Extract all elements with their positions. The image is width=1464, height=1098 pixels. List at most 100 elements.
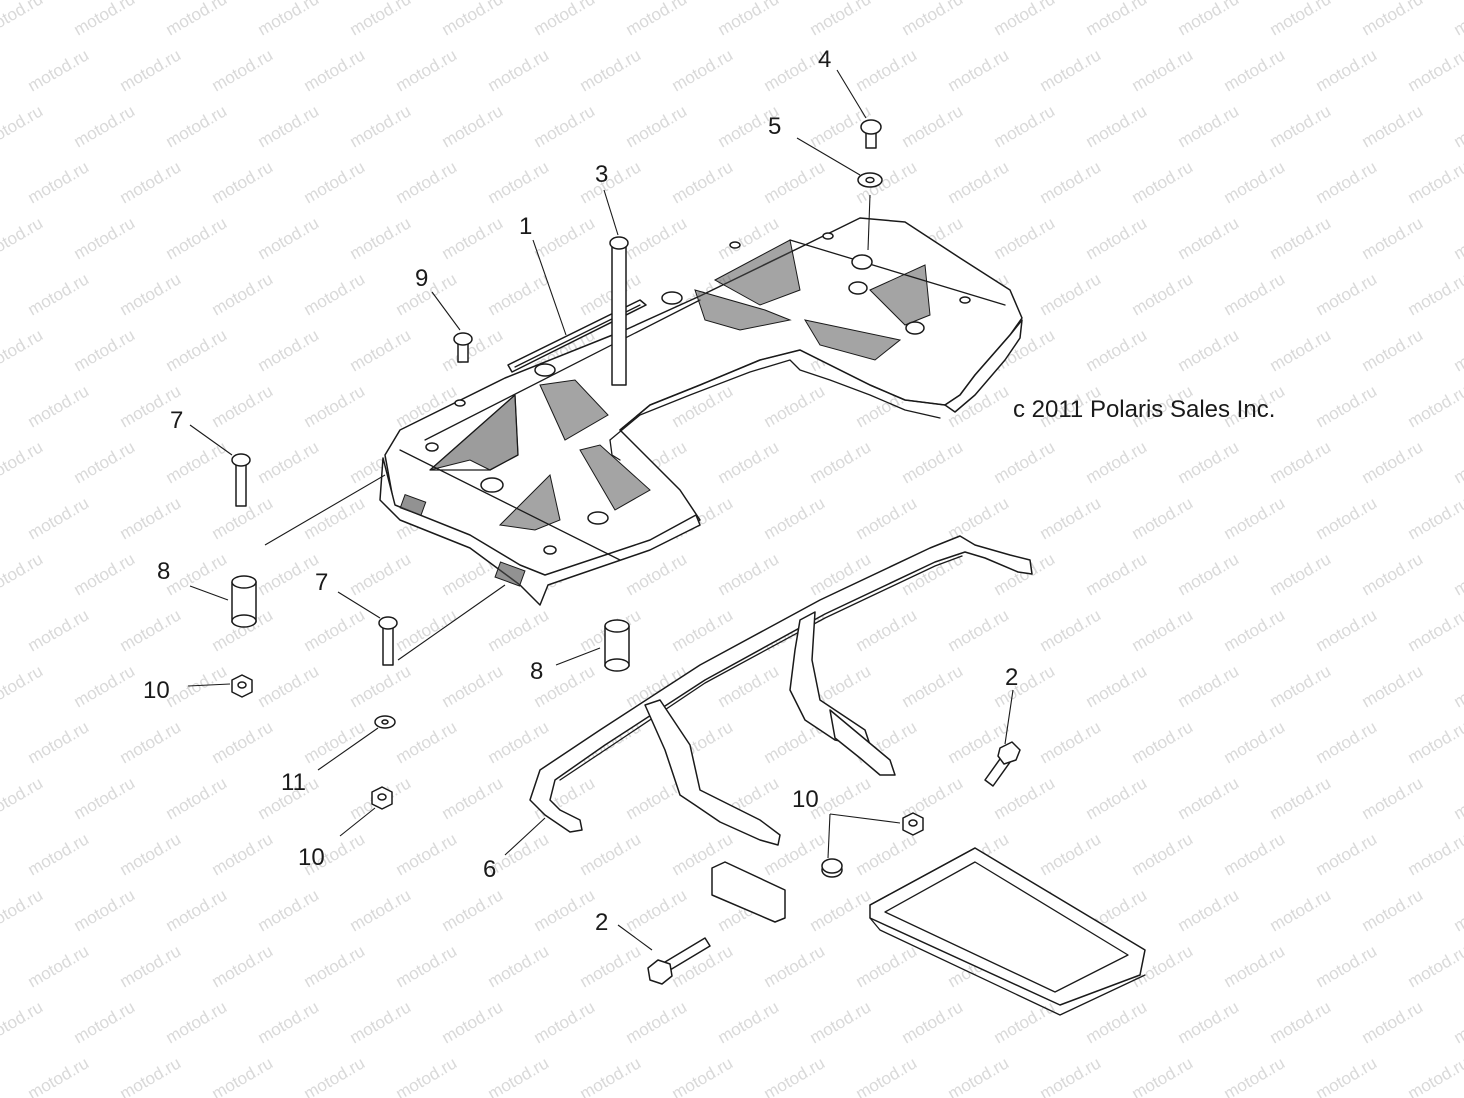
watermark-text: motod.ru xyxy=(163,325,231,375)
watermark-text: motod.ru xyxy=(1037,829,1105,879)
watermark-text: motod.ru xyxy=(71,549,139,599)
watermark-text: motod.ru xyxy=(0,101,46,151)
watermark-text: motod.ru xyxy=(1175,437,1243,487)
watermark-text: motod.ru xyxy=(899,0,967,39)
watermark-text: motod.ru xyxy=(1405,381,1464,431)
cargo-tray xyxy=(869,847,1146,1016)
watermark-text: motod.ru xyxy=(117,269,185,319)
watermark-text: motod.ru xyxy=(1359,325,1427,375)
watermark-text: motod.ru xyxy=(393,941,461,991)
watermark-text: motod.ru xyxy=(209,829,277,879)
callout-8-left: 8 xyxy=(157,558,170,585)
watermark-text: motod.ru xyxy=(439,325,507,375)
watermark-text: motod.ru xyxy=(347,101,415,151)
watermark-text: motod.ru xyxy=(25,269,93,319)
callout-3: 3 xyxy=(595,161,608,188)
watermark-text: motod.ru xyxy=(1129,717,1197,767)
watermark-text: motod.ru xyxy=(485,269,553,319)
bolt-3 xyxy=(609,236,629,386)
watermark-text: motod.ru xyxy=(1083,325,1151,375)
watermark-text: motod.ru xyxy=(1313,941,1381,991)
watermark-text: motod.ru xyxy=(1451,0,1464,39)
callout-4: 4 xyxy=(818,46,831,73)
watermark-text: motod.ru xyxy=(1129,493,1197,543)
watermark-text: motod.ru xyxy=(991,773,1059,823)
watermark-text: motod.ru xyxy=(1451,885,1464,935)
bolt-9 xyxy=(453,332,473,363)
watermark-text: motod.ru xyxy=(991,101,1059,151)
watermark-text: motod.ru xyxy=(1405,493,1464,543)
watermark-text: motod.ru xyxy=(163,213,231,263)
watermark-text: motod.ru xyxy=(347,213,415,263)
watermark-text: motod.ru xyxy=(439,773,507,823)
watermark-text: motod.ru xyxy=(1313,45,1381,95)
washer-5 xyxy=(857,172,883,188)
watermark-text: motod.ru xyxy=(715,997,783,1047)
watermark-text: motod.ru xyxy=(0,325,46,375)
watermark-text: motod.ru xyxy=(255,325,323,375)
watermark-text: motod.ru xyxy=(117,493,185,543)
watermark-text: motod.ru xyxy=(1313,717,1381,767)
watermark-text: motod.ru xyxy=(853,941,921,991)
watermark-text: motod.ru xyxy=(117,157,185,207)
watermark-text: motod.ru xyxy=(577,157,645,207)
watermark-text: motod.ru xyxy=(1175,0,1243,39)
watermark-text: motod.ru xyxy=(1313,381,1381,431)
watermark-text: motod.ru xyxy=(255,997,323,1047)
watermark-text: motod.ru xyxy=(209,717,277,767)
spacer-8-left xyxy=(231,575,257,628)
watermark-text: motod.ru xyxy=(1129,1053,1197,1098)
watermark-text: motod.ru xyxy=(1221,45,1289,95)
mounting-plate xyxy=(711,861,786,923)
watermark-text: motod.ru xyxy=(1129,45,1197,95)
watermark-text: motod.ru xyxy=(209,941,277,991)
watermark-text: motod.ru xyxy=(899,661,967,711)
watermark-text: motod.ru xyxy=(25,829,93,879)
watermark-text: motod.ru xyxy=(301,157,369,207)
watermark-text: motod.ru xyxy=(163,549,231,599)
callout-labels: 1 2 2 3 4 5 6 7 7 8 8 9 10 10 10 11 xyxy=(143,46,1018,936)
watermark-text: motod.ru xyxy=(71,773,139,823)
bolt-7-lower xyxy=(378,616,398,666)
copyright-notice: c 2011 Polaris Sales Inc. xyxy=(1013,396,1275,423)
watermark-text: motod.ru xyxy=(71,0,139,39)
watermark-text: motod.ru xyxy=(1359,0,1427,39)
watermark-text: motod.ru xyxy=(71,325,139,375)
watermark-text: motod.ru xyxy=(439,213,507,263)
watermark-text: motod.ru xyxy=(1267,549,1335,599)
spacer-8-right xyxy=(604,619,630,672)
watermark-text: motod.ru xyxy=(623,549,691,599)
watermark-text: motod.ru xyxy=(439,0,507,39)
rack-mounting-holes xyxy=(425,232,971,555)
watermark-text: motod.ru xyxy=(1175,101,1243,151)
watermark-text: motod.ru xyxy=(301,941,369,991)
watermark-text: motod.ru xyxy=(1083,997,1151,1047)
watermark-text: motod.ru xyxy=(1267,437,1335,487)
watermark-text: motod.ru xyxy=(1037,717,1105,767)
watermark-text: motod.ru xyxy=(1405,1053,1464,1098)
watermark-text: motod.ru xyxy=(945,45,1013,95)
watermark-text: motod.ru xyxy=(439,885,507,935)
watermark-text: motod.ru xyxy=(1313,605,1381,655)
watermark-text: motod.ru xyxy=(1405,269,1464,319)
watermark-text: motod.ru xyxy=(1451,773,1464,823)
watermark-text: motod.ru xyxy=(1175,773,1243,823)
watermark-text: motod.ru xyxy=(899,997,967,1047)
watermark-text: motod.ru xyxy=(1175,213,1243,263)
watermark-text: motod.ru xyxy=(577,941,645,991)
watermark-text: motod.ru xyxy=(669,157,737,207)
watermark-text: motod.ru xyxy=(0,213,46,263)
watermark-text: motod.ru xyxy=(623,0,691,39)
bolt-2-upper xyxy=(984,741,1021,787)
watermark-text: motod.ru xyxy=(577,45,645,95)
watermark-text: motod.ru xyxy=(163,997,231,1047)
watermark-text: motod.ru xyxy=(1037,157,1105,207)
watermark-text: motod.ru xyxy=(439,997,507,1047)
watermark-text: motod.ru xyxy=(991,437,1059,487)
watermark-text: motod.ru xyxy=(163,885,231,935)
watermark-text: motod.ru xyxy=(531,885,599,935)
callout-9: 9 xyxy=(415,265,428,292)
nut-10-right xyxy=(902,812,924,836)
watermark-text: motod.ru xyxy=(25,1053,93,1098)
